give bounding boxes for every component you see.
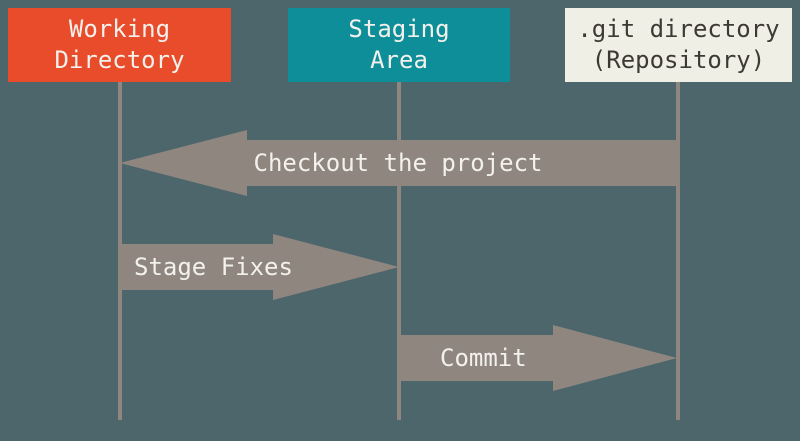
box-working-directory-line2: Directory	[54, 46, 185, 74]
arrow-commit-label: Commit	[440, 344, 527, 372]
arrow-commit: Commit	[399, 325, 677, 391]
box-git-directory-line2: (Repository)	[591, 46, 766, 74]
box-git-directory: .git directory (Repository)	[565, 8, 792, 82]
arrow-checkout: Checkout the project	[120, 130, 676, 196]
box-working-directory-line1: Working	[68, 15, 171, 43]
arrow-stage-fixes: Stage Fixes	[120, 234, 399, 300]
arrow-stage-fixes-label: Stage Fixes	[134, 253, 293, 281]
box-staging-area: Staging Area	[288, 8, 510, 82]
box-staging-area-line1: Staging	[348, 15, 450, 43]
lifeline-git-directory	[676, 82, 680, 420]
arrowhead-right-icon	[553, 325, 677, 391]
arrow-stage-fixes-body	[120, 244, 273, 290]
arrowhead-left-icon	[120, 130, 247, 196]
arrow-commit-body	[399, 335, 553, 381]
arrowhead-right-icon	[273, 234, 399, 300]
arrow-checkout-body	[247, 140, 676, 186]
arrow-checkout-label: Checkout the project	[253, 149, 543, 177]
lifeline-staging-area	[397, 82, 401, 420]
box-git-directory-line1: .git directory	[577, 15, 780, 43]
box-working-directory: Working Directory	[8, 8, 231, 82]
box-staging-area-line2: Area	[370, 46, 428, 74]
